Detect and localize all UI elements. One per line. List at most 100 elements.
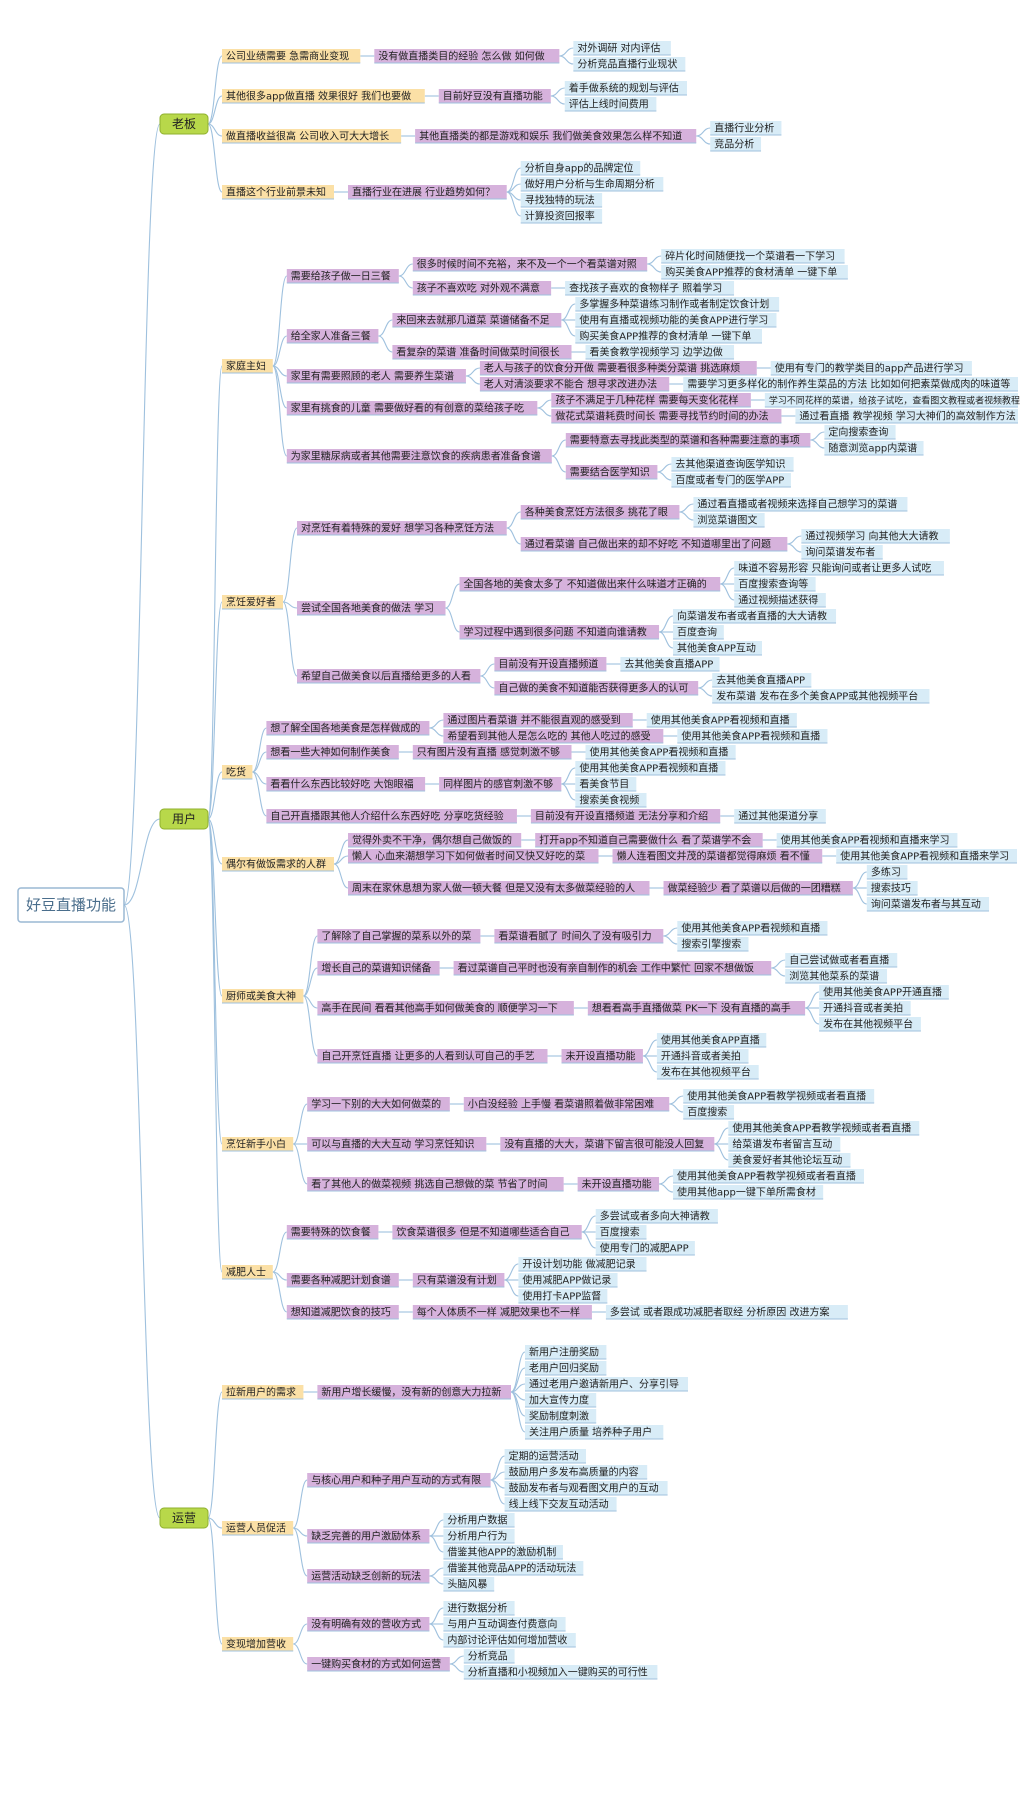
- topic-node[interactable]: 向菜谱发布者或者直播的大大请教: [673, 609, 837, 624]
- topic-node[interactable]: 评估上线时间费用: [564, 97, 657, 112]
- topic-node[interactable]: 浏览菜谱图文: [693, 513, 765, 528]
- topic-node[interactable]: 使用其他美食APP直播: [656, 1033, 767, 1048]
- topic-node[interactable]: 百度搜索: [595, 1225, 647, 1240]
- topic-node[interactable]: 通过看直播 教学视频 学习大神们的高效制作方法: [795, 409, 1018, 424]
- topic-node[interactable]: 发布菜谱 发布在多个美食APP或其他视频平台: [712, 689, 930, 704]
- root-node[interactable]: 好豆直播功能: [17, 887, 125, 923]
- topic-node[interactable]: 使用其他美食APP看教学视频或者看直播: [728, 1121, 920, 1136]
- topic-node[interactable]: 学习一下别的大大如何做菜的: [307, 1097, 450, 1112]
- topic-node[interactable]: 搜索技巧: [866, 881, 918, 896]
- topic-node[interactable]: 看了其他人的做菜视频 挑选自己想做的菜 节省了时间: [307, 1177, 564, 1192]
- topic-node[interactable]: 各种美食烹饪方法很多 挑花了眼: [520, 505, 680, 520]
- topic-node[interactable]: 没有明确有效的营收方式: [307, 1617, 430, 1632]
- topic-node[interactable]: 需要特殊的饮食餐: [286, 1225, 379, 1240]
- topic-node[interactable]: 周末在家休息想为家人做一顿大餐 但是又没有太多做菜经验的人: [348, 881, 650, 896]
- topic-node[interactable]: 家庭主妇: [222, 359, 273, 374]
- topic-node[interactable]: 高手在民间 看看其他高手如何做美食的 顺便学习一下: [317, 1001, 574, 1016]
- topic-node[interactable]: 通过视频学习 向其他大大请教: [801, 529, 950, 544]
- topic-node[interactable]: 没有直播的大大，菜谱下留言很可能没人回复: [500, 1137, 715, 1152]
- topic-node[interactable]: 变现增加营收: [222, 1637, 294, 1652]
- topic-node[interactable]: 自己开直播跟其他人介绍什么东西好吃 分享吃货经验: [266, 809, 517, 824]
- topic-node[interactable]: 发布在其他视频平台: [656, 1065, 759, 1080]
- topic-node[interactable]: 想看一些大神如何制作美食: [266, 745, 399, 760]
- topic-node[interactable]: 使用其他美食APP看视频和直播: [585, 745, 736, 760]
- topic-node[interactable]: 百度查询: [673, 625, 724, 640]
- topic-node[interactable]: 做好用户分析与生命周期分析: [520, 177, 664, 192]
- topic-node[interactable]: 只有图片没有直播 感觉刺激不够: [412, 745, 572, 760]
- topic-node[interactable]: 对外调研 对内评估: [573, 41, 671, 56]
- topic-node[interactable]: 去其他美食直播APP: [712, 673, 812, 688]
- topic-node[interactable]: 为家里糖尿病或者其他需要注意饮食的疾病患者准备食谱: [286, 449, 552, 464]
- topic-node[interactable]: 搜索引擎搜索: [677, 937, 749, 952]
- topic-node[interactable]: 购买美食APP推荐的食材清单 一键下单: [661, 265, 848, 280]
- topic-node[interactable]: 使用其他美食APP看视频和直播: [677, 921, 828, 936]
- topic-node[interactable]: 碎片化时间随便找一个菜谱看一下学习: [661, 249, 845, 264]
- topic-node[interactable]: 浏览其他菜系的菜谱: [785, 969, 888, 984]
- topic-node[interactable]: 烹饪新手小白: [222, 1137, 294, 1152]
- topic-node[interactable]: 借鉴其他APP的激励机制: [443, 1545, 563, 1560]
- topic-node[interactable]: 老用户回归奖励: [525, 1361, 607, 1376]
- topic-node[interactable]: 希望看到其他人是怎么吃的 其他人吃过的感受: [443, 729, 664, 744]
- topic-node[interactable]: 查找孩子喜欢的食物样子 照着学习: [565, 281, 735, 296]
- topic-node[interactable]: 使用其他美食APP看视频和直播: [677, 729, 828, 744]
- topic-node[interactable]: 需要各种减肥计划食谱: [286, 1273, 399, 1288]
- topic-node[interactable]: 一键购买食材的方式如何运营: [307, 1657, 450, 1672]
- topic-node[interactable]: 借鉴其他竞品APP的活动玩法: [443, 1561, 584, 1576]
- topic-node[interactable]: 开设计划功能 做减肥记录: [518, 1257, 647, 1272]
- topic-node[interactable]: 想了解全国各地美食是怎样做成的: [266, 721, 430, 736]
- topic-node[interactable]: 使用打卡APP监督: [518, 1289, 608, 1304]
- topic-node[interactable]: 鼓励发布者与观看图文用户的互动: [504, 1481, 668, 1496]
- topic-node[interactable]: 看过菜谱自己平时也没有亲自制作的机会 工作中繁忙 回家不想做饭: [453, 961, 772, 976]
- topic-node[interactable]: 没有做直播类目的经验 怎么做 如何做: [374, 49, 560, 64]
- topic-node[interactable]: 目前没有开设直播频道: [494, 657, 607, 672]
- topic-node[interactable]: 线上线下交友互动活动: [504, 1497, 617, 1512]
- topic-node[interactable]: 头脑风暴: [443, 1577, 495, 1592]
- topic-node[interactable]: 懒人连看图文并茂的菜谱都觉得麻烦 看不懂: [612, 849, 823, 864]
- topic-node[interactable]: 看复杂的菜谱 准备时间做菜时间很长: [392, 345, 572, 360]
- branch-node[interactable]: 运营: [159, 1507, 209, 1529]
- topic-node[interactable]: 自己做的美食不知道能否获得更多人的认可: [494, 681, 699, 696]
- topic-node[interactable]: 缺乏完善的用户激励体系: [307, 1529, 430, 1544]
- topic-node[interactable]: 新用户增长缓慢，没有新的创意大力拉新: [317, 1385, 511, 1400]
- topic-node[interactable]: 给全家人准备三餐: [286, 329, 379, 344]
- topic-node[interactable]: 了解除了自己掌握的菜系以外的菜: [317, 929, 481, 944]
- topic-node[interactable]: 寻找独特的玩法: [520, 193, 603, 208]
- topic-node[interactable]: 自己尝试做或者看直播: [785, 953, 898, 968]
- topic-node[interactable]: 觉得外卖不干净，偶尔想自己做饭的: [348, 833, 522, 848]
- topic-node[interactable]: 定期的运营活动: [504, 1449, 586, 1464]
- topic-node[interactable]: 可以与直播的大大互动 学习烹饪知识: [307, 1137, 487, 1152]
- topic-node[interactable]: 竞品分析: [710, 137, 762, 152]
- topic-node[interactable]: 需要特意去寻找此类型的菜谱和各种需要注意的事项: [565, 433, 811, 448]
- topic-node[interactable]: 看看什么东西比较好吃 大饱眼福: [266, 777, 426, 792]
- topic-node[interactable]: 对烹饪有着特殊的爱好 想学习各种烹饪方法: [297, 521, 507, 536]
- topic-node[interactable]: 通过图片看菜谱 并不能很直观的感受到: [443, 713, 633, 728]
- topic-node[interactable]: 分析竞品: [463, 1649, 515, 1664]
- topic-node[interactable]: 百度或者专门的医学APP: [671, 473, 791, 488]
- topic-node[interactable]: 孩子不满足于几种花样 需要每天变化花样: [551, 393, 751, 408]
- topic-node[interactable]: 同样图片的感官刺激不够: [439, 777, 562, 792]
- topic-node[interactable]: 拉新用户的需求: [222, 1385, 304, 1400]
- topic-node[interactable]: 分析用户行为: [443, 1529, 515, 1544]
- topic-node[interactable]: 减肥人士: [222, 1265, 273, 1280]
- topic-node[interactable]: 定向搜索查询: [824, 425, 896, 440]
- topic-node[interactable]: 需要给孩子做一日三餐: [286, 269, 399, 284]
- topic-node[interactable]: 关注用户质量 培养种子用户: [525, 1425, 664, 1440]
- topic-node[interactable]: 使用有专门的教学类目的app产品进行学习: [770, 361, 972, 376]
- topic-node[interactable]: 去其他渠道查询医学知识: [671, 457, 794, 472]
- topic-node[interactable]: 来回来去就那几道菜 菜谱储备不足: [392, 313, 562, 328]
- topic-node[interactable]: 使用其他美食APP看视频和直播来学习: [776, 833, 958, 848]
- topic-node[interactable]: 与用户互动调查付费意向: [443, 1617, 566, 1632]
- topic-node[interactable]: 使用其他美食APP看视频和直播: [646, 713, 797, 728]
- topic-node[interactable]: 懒人 心血来潮想学习下如何做者时间又快又好吃的菜: [348, 849, 599, 864]
- topic-node[interactable]: 每个人体质不一样 减肥效果也不一样: [412, 1305, 592, 1320]
- topic-node[interactable]: 与核心用户和种子用户互动的方式有限: [307, 1473, 491, 1488]
- topic-node[interactable]: 直播行业在进展 行业趋势如何？: [348, 185, 507, 200]
- topic-node[interactable]: 老人与孩子的饮食分开做 需要看很多种类分菜谱 挑选麻烦: [479, 361, 757, 376]
- topic-node[interactable]: 吃货: [222, 765, 253, 780]
- topic-node[interactable]: 目前没有开设直播频道 无法分享和介绍: [530, 809, 721, 824]
- topic-node[interactable]: 分析用户数据: [443, 1513, 515, 1528]
- topic-node[interactable]: 多尝试 或者跟成功减肥者取经 分析原因 改进方案: [605, 1305, 848, 1320]
- topic-node[interactable]: 运营活动缺乏创新的玩法: [307, 1569, 430, 1584]
- topic-node[interactable]: 分析自身app的品牌定位: [520, 161, 641, 176]
- topic-node[interactable]: 奖励制度刺激: [525, 1409, 597, 1424]
